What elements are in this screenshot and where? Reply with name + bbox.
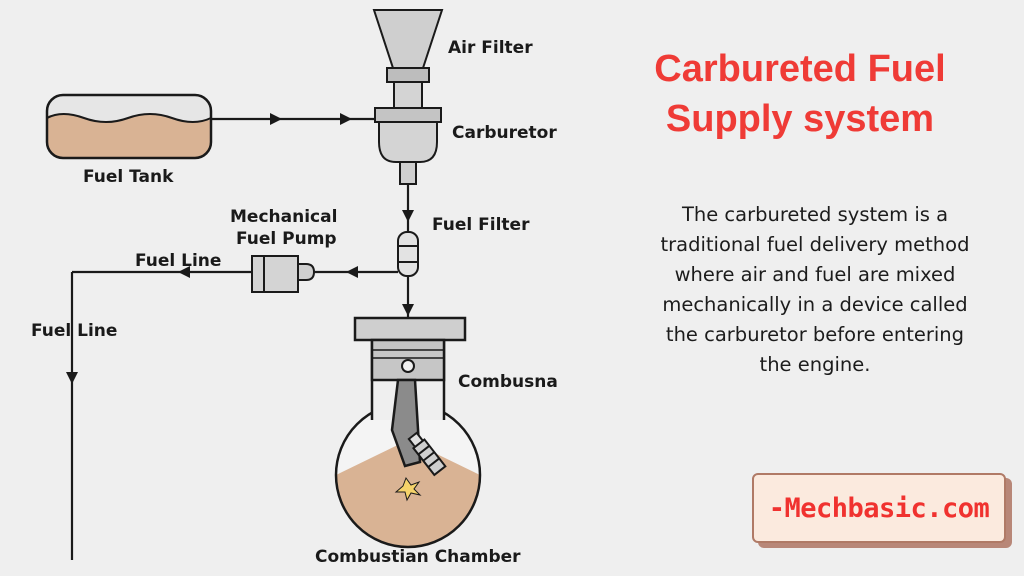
- label-fuel-filter: Fuel Filter: [432, 215, 530, 235]
- spark-icon: [394, 476, 422, 502]
- combustion-chamber-icon: [334, 316, 482, 549]
- description-line: The carbureted system is a: [681, 203, 949, 226]
- label-combustion-chamber: Combustian Chamber: [315, 547, 521, 567]
- description-line: the carburetor before entering: [665, 323, 965, 346]
- arrow-right-2: [340, 113, 352, 125]
- description-line: the engine.: [759, 353, 871, 376]
- arrow-down-chamber: [402, 304, 414, 316]
- label-fuel-tank: Fuel Tank: [83, 167, 174, 187]
- description-line: where air and fuel are mixed: [674, 263, 956, 286]
- flow-arrows: [66, 113, 414, 384]
- arrow-left-pump: [346, 266, 358, 278]
- arrow-down-filter: [402, 210, 414, 222]
- label-pump-line2: Fuel Pump: [236, 229, 337, 249]
- label-air-filter: Air Filter: [448, 38, 533, 58]
- air-filter-icon: [372, 9, 444, 83]
- description-line: mechanically in a device called: [662, 293, 968, 316]
- label-fuel-line-left: Fuel Line: [31, 321, 117, 341]
- description: The carbureted system is a traditional f…: [636, 200, 994, 380]
- arrow-left-line: [178, 266, 190, 278]
- label-fuel-line-top: Fuel Line: [135, 251, 221, 271]
- label-combustion-side: Combusnа: [458, 372, 558, 392]
- label-carburetor: Carburetor: [452, 123, 557, 143]
- fuel-filter-icon: [397, 231, 419, 277]
- description-line: traditional fuel delivery method: [660, 233, 970, 256]
- fuel-system-diagram: Air Filter Carburetor Fuel Tank Fuel Fil…: [31, 9, 558, 567]
- title-line-1: Carbureted Fuel: [654, 48, 946, 90]
- page-title: Carbureted Fuel Supply system: [600, 44, 1000, 144]
- arrow-down-left: [66, 372, 78, 384]
- label-pump-line1: Mechanical: [230, 207, 337, 227]
- arrow-right-1: [270, 113, 282, 125]
- carburetor-icon: [374, 81, 442, 185]
- fuel-tank-icon: [45, 93, 213, 160]
- brand-badge: -Mechbasic.com: [752, 473, 1006, 543]
- title-line-2: Supply system: [665, 98, 935, 140]
- fuel-pump-icon: [251, 255, 316, 293]
- brand-text: -Mechbasic.com: [768, 492, 990, 524]
